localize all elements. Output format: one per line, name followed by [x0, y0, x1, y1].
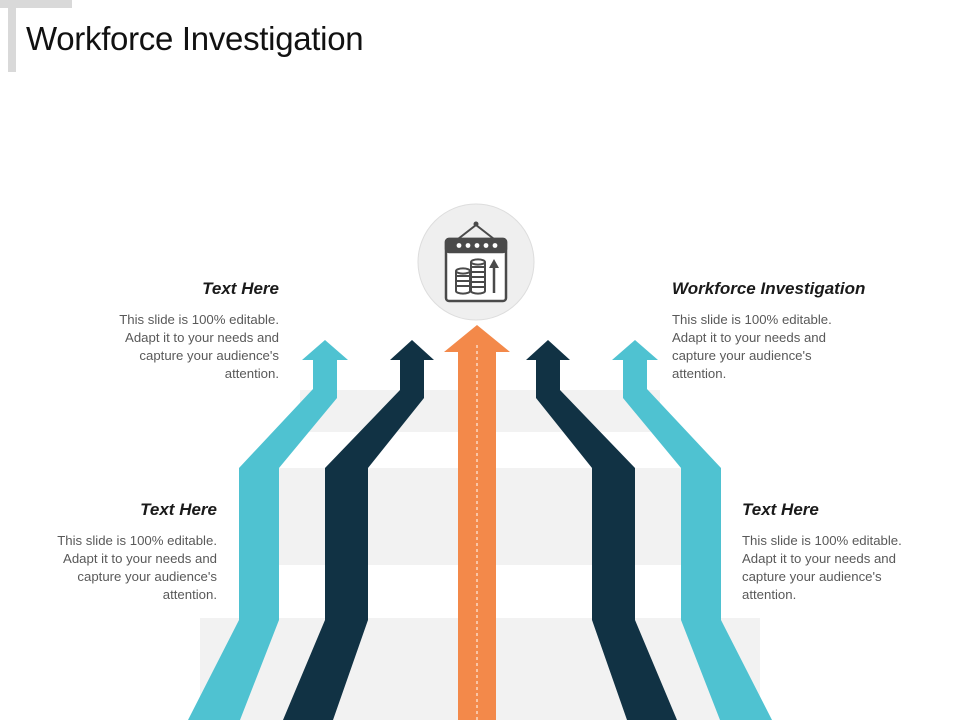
text-block-bottom-left: Text Here This slide is 100% editable. A… [27, 500, 217, 604]
block-body: This slide is 100% editable. Adapt it to… [672, 312, 832, 381]
navy-arrow-left [283, 340, 434, 720]
block-body: This slide is 100% editable. Adapt it to… [119, 312, 279, 381]
block-body: This slide is 100% editable. Adapt it to… [742, 533, 902, 602]
slide-title: Workforce Investigation [26, 20, 364, 57]
block-heading: Text Here [742, 500, 819, 519]
money-growth-board-icon [444, 221, 508, 303]
text-block-top-right: Workforce Investigation This slide is 10… [672, 279, 902, 383]
teal-arrow-right [612, 340, 772, 720]
block-body: This slide is 100% editable. Adapt it to… [57, 533, 217, 602]
orange-arrow-center [444, 325, 510, 720]
block-heading: Text Here [140, 500, 217, 519]
text-block-top-left: Text Here This slide is 100% editable. A… [89, 279, 279, 383]
block-heading: Workforce Investigation [672, 279, 866, 298]
teal-arrow-left [188, 340, 348, 720]
navy-arrow-right [526, 340, 677, 720]
block-heading: Text Here [202, 279, 279, 298]
corner-decoration [0, 0, 72, 72]
text-block-bottom-right: Text Here This slide is 100% editable. A… [742, 500, 932, 604]
